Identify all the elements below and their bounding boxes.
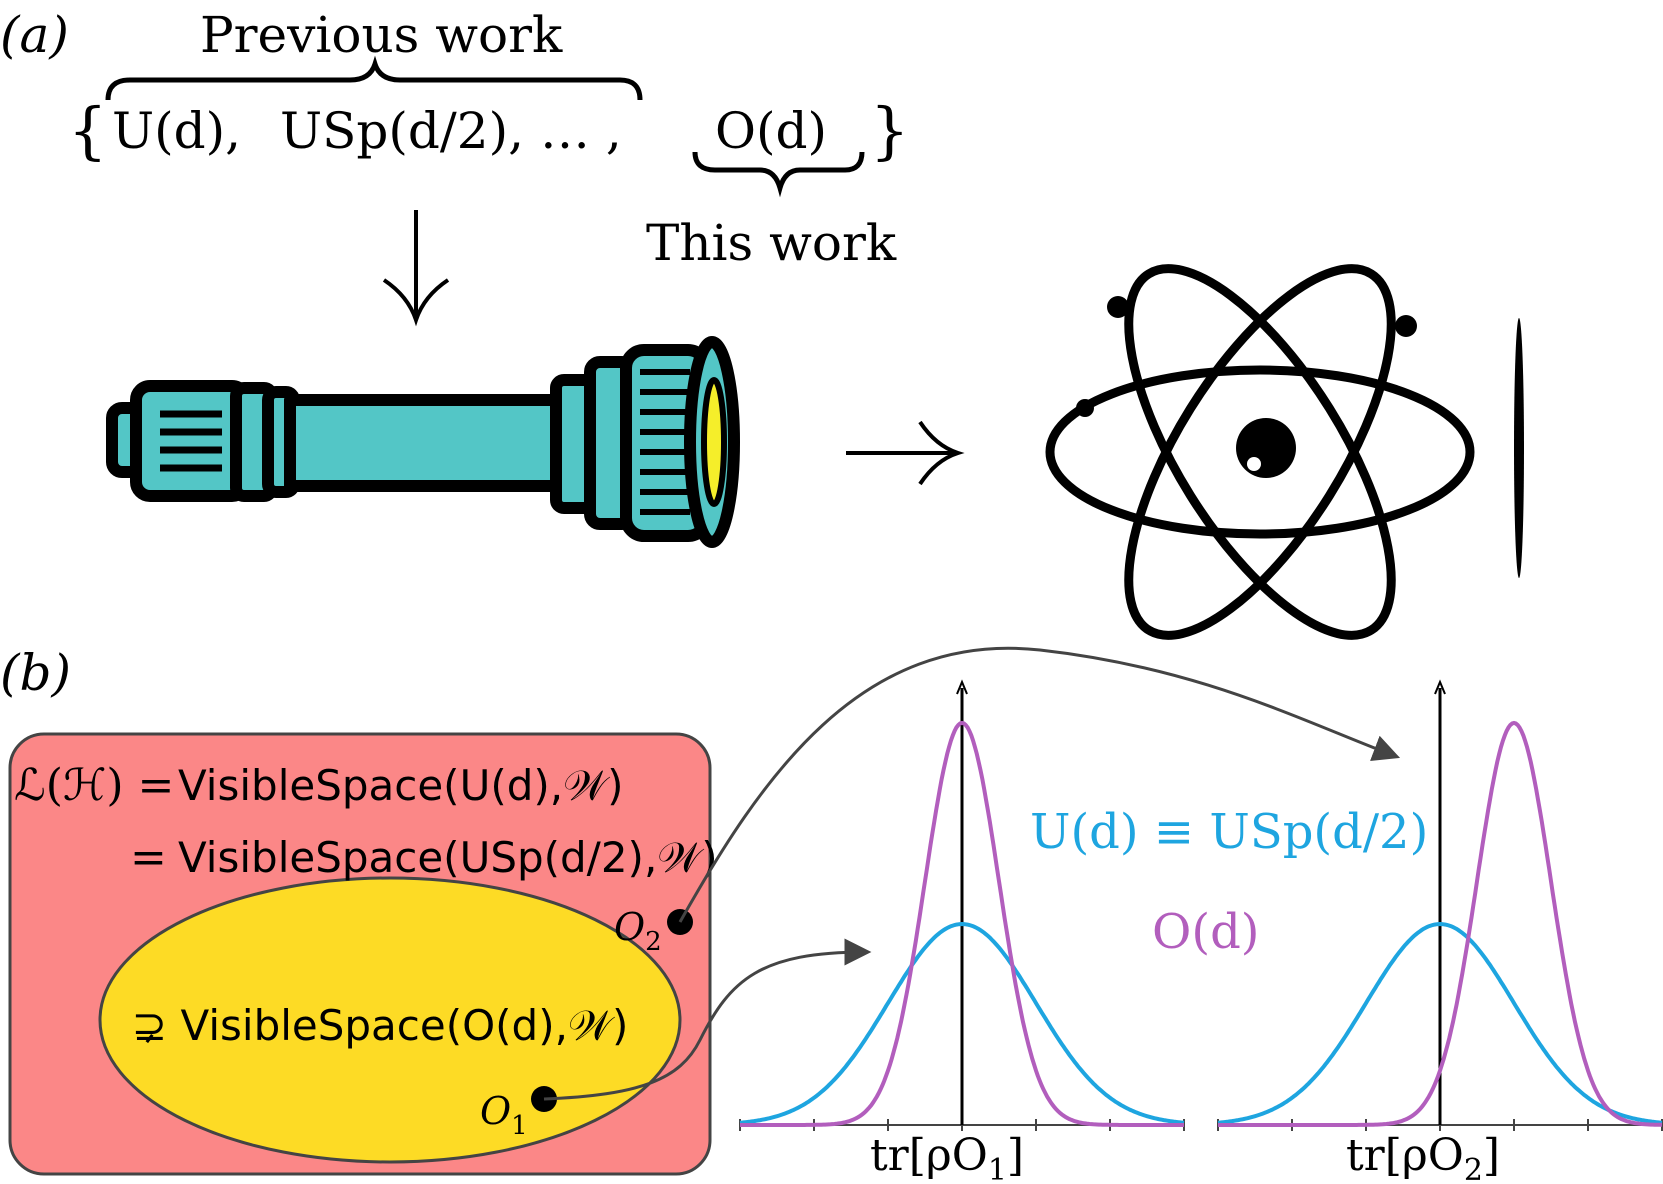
distribution-plot-1 bbox=[739, 679, 1185, 1131]
o2-label: O2 bbox=[614, 905, 662, 957]
atom-icon bbox=[1045, 264, 1524, 640]
group-usp: USp(d/2), bbox=[280, 102, 524, 160]
series-curve bbox=[1218, 720, 1663, 1127]
y-axis-arrow bbox=[956, 679, 968, 695]
set-close-brace: } bbox=[870, 94, 909, 167]
panel-b: (b) ℒ(ℋ) = VisibleSpace(U(d),𝒲) = Visibl… bbox=[0, 644, 1663, 1184]
spyglass-icon bbox=[106, 336, 740, 548]
series-curve bbox=[739, 921, 1185, 1125]
o2-arrow bbox=[678, 646, 1401, 923]
series-curve bbox=[740, 720, 1184, 1127]
eq2-lhs: = bbox=[130, 832, 167, 883]
legend-purple: O(d) bbox=[1152, 904, 1260, 960]
panel-b-label: (b) bbox=[0, 644, 71, 702]
xlabel-plot-2: tr[ρO2] bbox=[1346, 1130, 1500, 1184]
this-work-label: This work bbox=[646, 214, 897, 272]
set-open-brace: { bbox=[68, 94, 107, 167]
series-curve bbox=[1217, 921, 1663, 1125]
y-axis-arrow bbox=[1434, 679, 1446, 695]
previous-work-brace bbox=[105, 55, 643, 101]
group-o: O(d) bbox=[715, 102, 827, 160]
legend-blue: U(d) ≡ USp(d/2) bbox=[1030, 804, 1428, 860]
previous-work-label: Previous work bbox=[200, 6, 563, 64]
o1-label: O1 bbox=[480, 1089, 528, 1141]
group-ellipsis: … , bbox=[540, 102, 622, 160]
panel-a-label: (a) bbox=[0, 6, 69, 64]
this-work-brace bbox=[692, 151, 865, 198]
panel-a: (a) Previous work { U(d), USp(d/2), … , … bbox=[0, 6, 1524, 640]
o1-arrow bbox=[543, 938, 872, 1101]
xlabel-plot-1: tr[ρO1] bbox=[870, 1130, 1024, 1184]
distribution-plot-2 bbox=[1217, 679, 1663, 1131]
eq3: ⊋ VisibleSpace(O(d),𝒲) bbox=[132, 1001, 628, 1050]
right-arrow-icon bbox=[846, 420, 965, 486]
group-u: U(d), bbox=[112, 102, 241, 160]
eq1-lhs: ℒ(ℋ) = bbox=[14, 760, 174, 811]
eq2-rhs: VisibleSpace(USp(d/2),𝒲) bbox=[178, 833, 718, 882]
eq1-rhs: VisibleSpace(U(d),𝒲) bbox=[178, 761, 624, 810]
down-arrow-icon bbox=[382, 210, 450, 327]
